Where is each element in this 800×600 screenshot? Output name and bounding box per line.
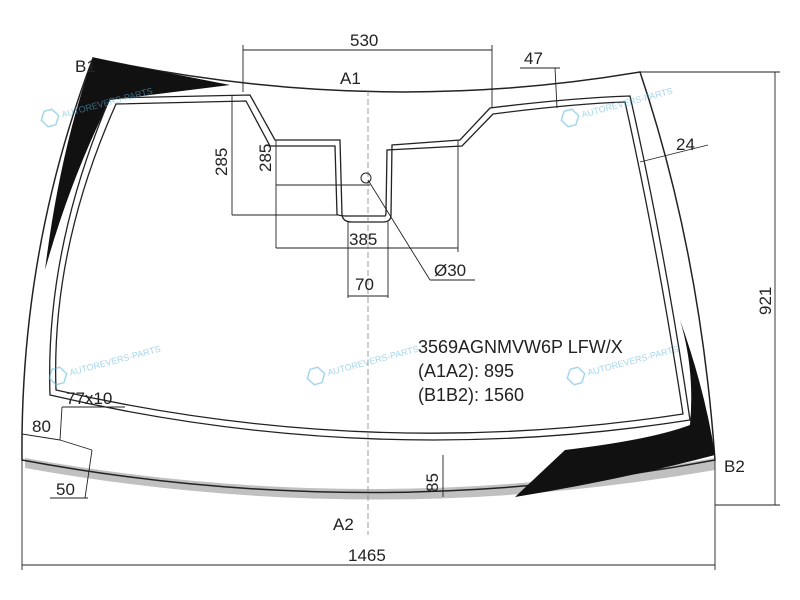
dim-24: 24: [676, 135, 695, 154]
point-a1-label: A1: [340, 69, 361, 88]
part-code: 3569AGNMVW6P LFW/X: [418, 337, 623, 357]
svg-text:AUTOREVERS-PARTS: AUTOREVERS-PARTS: [68, 344, 161, 378]
dim-285-outer: 285: [212, 148, 231, 176]
dim-921: 921: [756, 287, 775, 315]
dim-1465: 1465: [348, 546, 386, 565]
dim-530: 530: [350, 31, 378, 50]
b1b2-measure: (B1B2): 1560: [418, 385, 524, 405]
point-b2-label: B2: [724, 457, 745, 476]
svg-text:AUTOREVERS-PARTS: AUTOREVERS-PARTS: [580, 86, 673, 120]
svg-text:AUTOREVERS-PARTS: AUTOREVERS-PARTS: [326, 344, 419, 378]
glass-outline: [21, 57, 716, 494]
dim-385: 385: [349, 230, 377, 249]
inner-frame: [49, 94, 691, 441]
dim-47: 47: [524, 49, 543, 68]
dim-77x10: 77x10: [66, 389, 112, 408]
black-print-right: [515, 320, 715, 497]
dim-285-inner: 285: [256, 144, 275, 172]
black-print-left: [45, 58, 230, 270]
dim-85: 85: [423, 473, 442, 492]
point-a2-label: A2: [333, 515, 354, 534]
point-b1-label: B1: [75, 57, 96, 76]
dim-50: 50: [56, 480, 75, 499]
dim-hole-diameter: Ø30: [434, 261, 466, 280]
dimension-lines: [21, 45, 780, 570]
dim-70: 70: [355, 275, 374, 294]
dim-80: 80: [32, 417, 51, 436]
sensor-hole: [360, 172, 372, 184]
a1a2-measure: (A1A2): 895: [418, 361, 514, 381]
